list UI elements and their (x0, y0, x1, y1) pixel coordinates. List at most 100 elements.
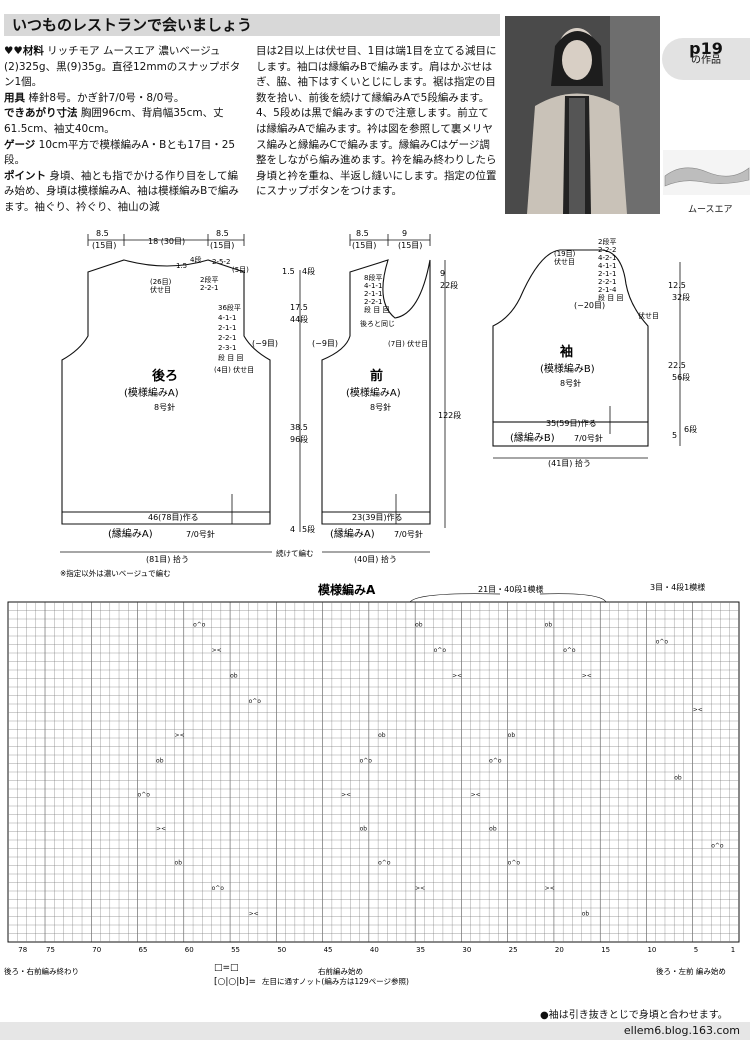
back-top-dim-3: 18 (30目) (148, 237, 185, 246)
sleeve-cap-bind2: 伏せ目 (554, 257, 575, 266)
page-badge: p19 の作品 (662, 38, 750, 80)
front-edge-needle: 7/0号針 (394, 529, 423, 539)
front-edge-a: (縁編みA) (330, 527, 375, 540)
sleeve-cap-4: 4-1-1 (598, 262, 616, 270)
back-top-dim-5: (15目) (210, 241, 234, 250)
back-armhole-bind: (4目) 伏せ目 (214, 365, 254, 374)
chart-legend2-symbol: [○|○|b]= (214, 977, 256, 987)
sleeve-edge-needle: 7/0号針 (574, 433, 603, 443)
gauge-heading: ゲージ (4, 138, 36, 151)
front-top-dim-4: (15目) (398, 241, 422, 250)
chart-stitch-symbol: o^o (563, 647, 576, 654)
front-neck-3: 2-1-1 (364, 290, 382, 298)
back-armhole-3: 2-1-1 (218, 324, 236, 332)
chart-legend1: □=□ (214, 963, 239, 973)
chart-stitch-symbol: ob (489, 826, 497, 833)
back-armhole-2: 4-1-1 (218, 314, 236, 322)
chart-stitch-symbol: o^o (249, 698, 262, 705)
chart-label-right: 後ろ・左前 編み始め (656, 966, 726, 976)
back-continue: 続けて編む (276, 548, 314, 558)
back-top-dim-2: (15目) (92, 241, 116, 250)
dim-10: 22段 (440, 280, 458, 290)
chart-column-number: 60 (185, 946, 194, 954)
size-heading: できあがり寸法 (4, 107, 78, 120)
sleeve-r3: 22.5 (668, 361, 686, 370)
sleeve-outline (492, 249, 649, 422)
front-neck-note: 後ろと同じ (360, 319, 395, 328)
sleeve-pickup: (41目) 拾う (548, 458, 591, 468)
front-ribbing-cast: 23(39目)作る (352, 512, 403, 522)
chart-stitch-symbol: o^o (360, 758, 373, 765)
yarn-sample-image (663, 150, 750, 195)
dim-1: 1.5 (282, 267, 295, 276)
sleeve-r5: 5 (672, 431, 677, 440)
sleeve-cap-1: 2段平 (598, 237, 616, 246)
chart-stitch-symbol: o^o (193, 622, 206, 629)
back-top-dim-4: 8.5 (216, 229, 229, 238)
back-top-dim-1: 8.5 (96, 229, 109, 238)
front-pattern: (模様編みA) (346, 386, 401, 399)
sleeve-cap-bind: (19目) (554, 250, 576, 258)
sleeve-pattern: (模様編みB) (540, 362, 595, 375)
chart-stitch-symbol: o^o (212, 885, 225, 892)
materials-text: リッチモア ムースエア 濃いベージュ(2)325g、黒(9)35g。直径12mm… (4, 45, 241, 89)
sleeve-r6: 6段 (684, 424, 697, 434)
front-title: 前 (370, 368, 383, 384)
front-neck-5: 段 目 回 (364, 305, 389, 314)
gauge-text: 10cm平方で模様編みA・Bとも17目・25段。 (4, 138, 236, 167)
dim-2: 4段 (302, 266, 315, 276)
sleeve-needle: 8号針 (560, 378, 581, 388)
sleeve-minus: (−20目) (574, 301, 605, 310)
chart-column-number: 20 (555, 946, 564, 954)
chart-stitch-symbol: ob (360, 826, 368, 833)
chart-stitch-symbol: o^o (508, 860, 521, 867)
chart-column-number: 70 (92, 946, 101, 954)
chart-column-number: 15 (601, 946, 610, 954)
chart-stitch-symbol: ob (508, 732, 516, 739)
chart-stitch-symbol: ob (156, 758, 164, 765)
back-shoulder-2: 4段 (190, 255, 201, 264)
sleeve-r1: 12.5 (668, 281, 686, 290)
chart-stitch-symbol: o^o (138, 792, 151, 799)
materials-heading: ♥♥材料 (4, 45, 44, 57)
dim-3: 17.5 (290, 303, 308, 312)
blog-url: ellem6.blog.163.com (623, 1024, 740, 1037)
chart-label-left: 後ろ・右前編み終わり (4, 966, 79, 976)
chart-repeat1: 21目・40段1模様 (478, 584, 543, 594)
chart-stitch-symbol: o^o (711, 843, 724, 850)
back-armhole-1: 36段平 (218, 303, 241, 312)
back-shoulder-4: 2段平 (200, 275, 218, 284)
chart-column-number: 10 (647, 946, 656, 954)
dim-7: 4 (290, 525, 295, 534)
chart-stitch-symbol: >< (341, 792, 351, 799)
front-piece-outline (321, 259, 431, 525)
chart-stitch-symbol: o^o (434, 647, 447, 654)
chart-stitch-symbol: ob (545, 622, 553, 629)
front-neck-2: 4-1-1 (364, 282, 382, 290)
chart-column-number: 65 (139, 946, 148, 954)
chart-column-number: 55 (231, 946, 240, 954)
sleeve-edge-b: (縁編みB) (510, 431, 555, 444)
chart-column-number: 45 (324, 946, 333, 954)
instructions-column-2: 目は2目以上は伏せ目、1目は端1目を立てる減目にします。袖口は縁編みBで編みます… (256, 45, 497, 198)
front-neck-1: 8段平 (364, 273, 382, 282)
back-shoulder-1: 1.5 (176, 262, 187, 270)
dim-8: 5段 (302, 524, 315, 534)
sleeve-cap-2: 2-2-2 (598, 246, 616, 254)
page-number: p19 (689, 39, 723, 58)
back-pattern: (模様編みA) (124, 386, 179, 399)
blog-footer: ellem6.blog.163.com (0, 1022, 750, 1040)
chart-legend2: 左目に通すノット(編み方は129ページ参照) (262, 976, 409, 986)
back-shoulder-5: 2-2-1 (200, 284, 218, 292)
sleeve-r4: 56段 (672, 372, 690, 382)
tools-heading: 用具 (4, 91, 25, 104)
chart-stitch-symbol: o^o (378, 860, 391, 867)
chart-title: 模様編みA (318, 582, 376, 597)
sleeve-title: 袖 (560, 344, 573, 360)
back-neck-bind: (26目) (150, 278, 172, 286)
chart-stitch-symbol: >< (471, 792, 481, 799)
chart-stitch-symbol: ob (378, 732, 386, 739)
chart-column-number: 78 (18, 946, 27, 954)
sleeve-cap-7: 2-1-4 (598, 286, 617, 294)
back-title: 後ろ (152, 368, 178, 384)
